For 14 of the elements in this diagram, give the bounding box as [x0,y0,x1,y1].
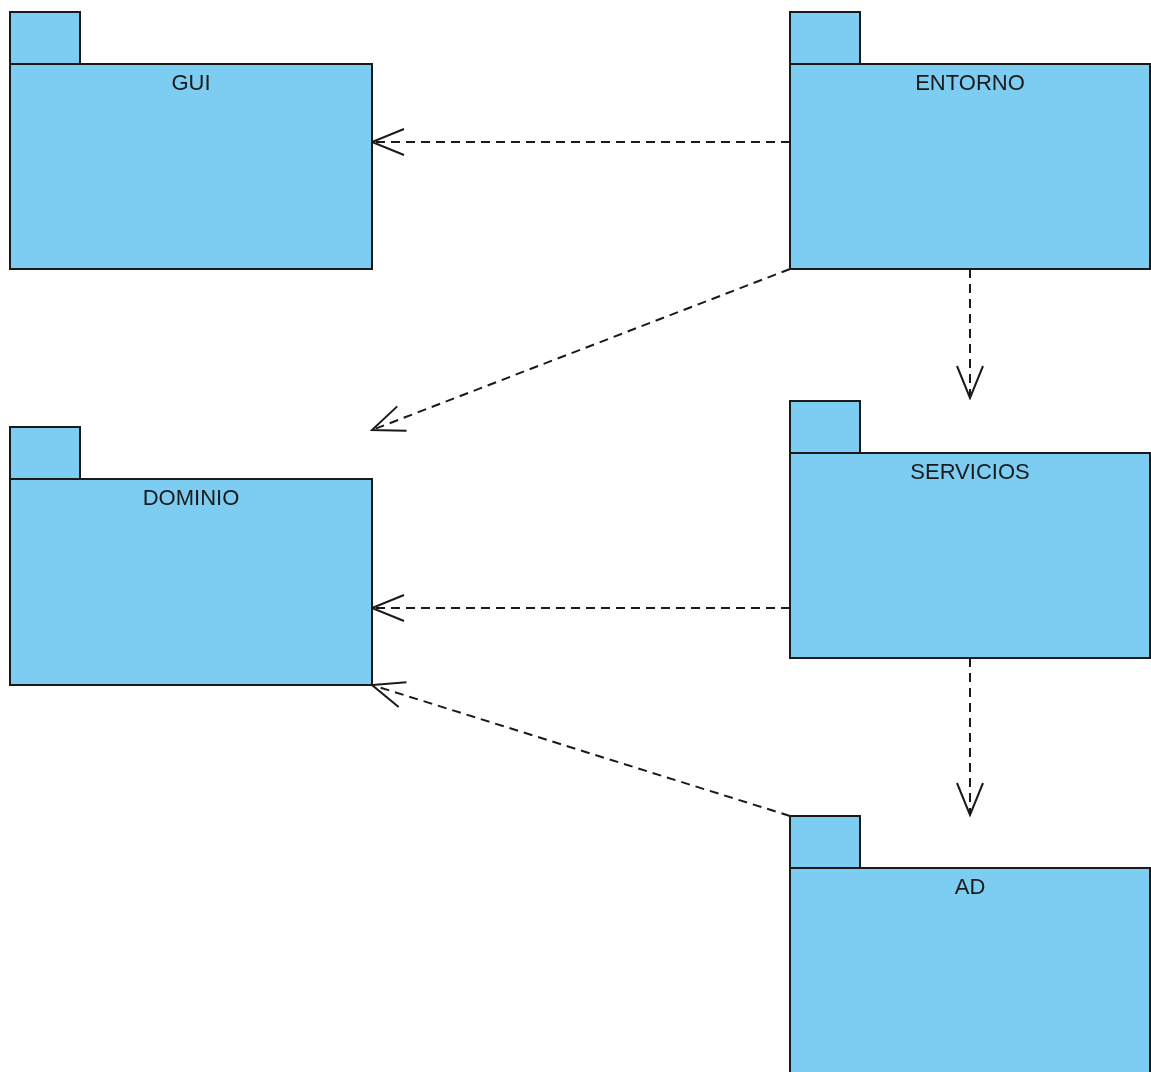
package-box [790,401,1150,658]
package-name: AD [954,874,986,900]
package-name: ENTORNO [915,70,1025,96]
package-name: DOMINIO [142,485,240,511]
package-name: GUI [171,70,211,96]
dependency-arrow [371,681,791,817]
dependency-arrow [956,657,984,816]
package-box [10,12,372,269]
dependency-arrow [956,268,984,399]
package-box [790,816,1150,1072]
dependency-arrow [371,268,791,432]
package-box [790,12,1150,269]
package-box [10,427,372,685]
package-name: SERVICIOS [910,459,1030,485]
